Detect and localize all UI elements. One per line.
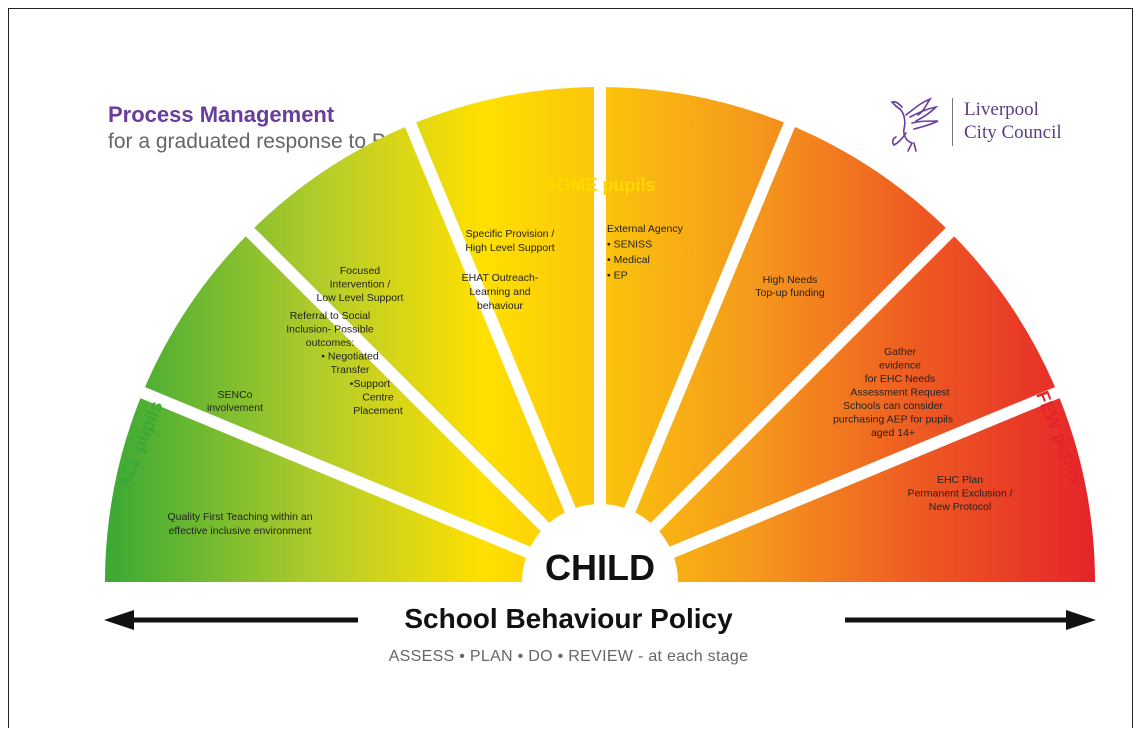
- document-frame: [8, 8, 1133, 728]
- segment-label-line: Low Level Support: [317, 292, 404, 304]
- segment-label-line: involvement: [207, 402, 263, 414]
- segment-label-line: Referral to Social: [290, 310, 371, 322]
- segment-label-line: High Level Support: [465, 242, 554, 254]
- segment-label-line: purchasing AEP for pupils: [833, 414, 953, 426]
- liver-bird-icon: [884, 93, 946, 158]
- segment-divider: [403, 118, 583, 529]
- segment-label-line: Centre: [362, 391, 394, 403]
- logo-line-2: City Council: [964, 122, 1062, 143]
- logo-separator: [952, 98, 953, 146]
- segment-label-line: Schools can consider: [843, 400, 943, 412]
- right-arrowhead-icon: [1066, 610, 1096, 630]
- segment-label-line: • SENISS: [607, 239, 652, 251]
- council-logo-text: Liverpool City Council: [964, 98, 1062, 144]
- left-arrowhead-icon: [104, 610, 134, 630]
- segment-label-line: Placement: [353, 405, 403, 417]
- segment-label-line: New Protocol: [929, 501, 991, 513]
- segment-divider: [617, 118, 797, 529]
- segment-label-line: behaviour: [477, 300, 524, 312]
- segment-divider: [653, 385, 1064, 565]
- segment-label-5: External Agency • SENISS • Medical • EP: [607, 223, 684, 282]
- logo-line-1: Liverpool: [964, 99, 1039, 120]
- segment-label-line: Assessment Request: [850, 387, 949, 399]
- segment-label-line: • Negotiated: [321, 351, 379, 363]
- segment-label-line: for EHC Needs: [865, 373, 936, 385]
- child-hub: [522, 504, 678, 582]
- baseline-mask: [90, 582, 1110, 602]
- segment-label-line: External Agency: [607, 223, 684, 235]
- segment-label-line: Top-up funding: [755, 287, 825, 299]
- page-title: Process Management: [108, 102, 335, 127]
- segment-label-line: outcomes:: [306, 337, 354, 349]
- segment-label-line: evidence: [879, 360, 921, 372]
- segment-label-line: effective inclusive environment: [169, 525, 312, 537]
- segment-divider: [136, 385, 547, 565]
- segment-divider: [638, 224, 958, 544]
- some-pupils-label: SOME pupils: [544, 175, 655, 195]
- segment-label-line: • Medical: [607, 254, 650, 266]
- segment-label-line: aged 14+: [871, 427, 915, 439]
- segment-label-line: EHC Plan: [937, 474, 983, 486]
- segment-label-line: Gather: [884, 346, 917, 358]
- segment-label-line: SENCo: [217, 389, 252, 401]
- segment-label-line: Transfer: [331, 364, 370, 376]
- segment-label-line: Focused: [340, 265, 380, 277]
- segment-divider: [242, 224, 562, 544]
- segment-label-line: EHAT Outreach-: [462, 272, 539, 284]
- segment-label-line: • EP: [607, 270, 628, 282]
- child-label: CHILD: [545, 547, 655, 588]
- segment-label-line: Quality First Teaching within an: [167, 511, 312, 523]
- segment-label-line: •Support: [350, 378, 391, 390]
- assess-plan-do-review-label: ASSESS • PLAN • DO • REVIEW - at each st…: [388, 648, 749, 665]
- segment-label-line: Specific Provision /: [466, 228, 555, 240]
- segment-label-line: Permanent Exclusion /: [907, 488, 1012, 500]
- segment-label-line: Intervention /: [330, 279, 391, 291]
- segment-label-1: Quality First Teaching within an effectiv…: [167, 511, 312, 537]
- segment-label-line: High Needs: [763, 274, 818, 286]
- segment-label-line: Inclusion- Possible: [286, 323, 374, 335]
- segment-label-line: Learning and: [469, 286, 530, 298]
